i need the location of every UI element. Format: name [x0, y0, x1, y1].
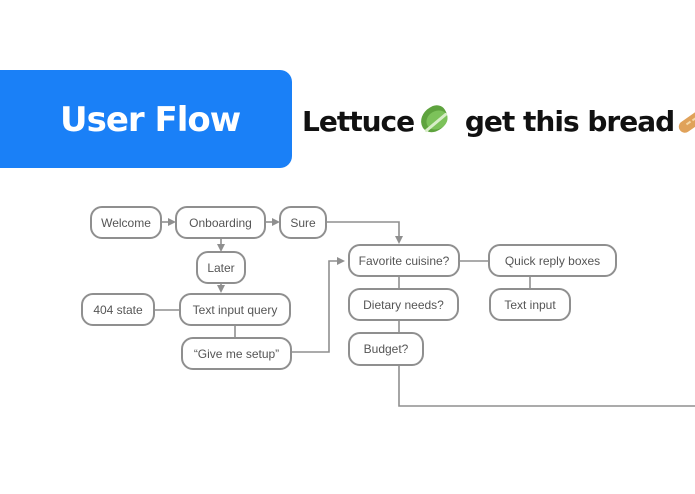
node-404-state: 404 state — [81, 293, 155, 326]
node-dietary-needs: Dietary needs? — [348, 288, 459, 321]
node-budget: Budget? — [348, 332, 424, 366]
edge-budget-continue — [398, 366, 695, 407]
node-sure: Sure — [279, 206, 327, 239]
node-onboarding: Onboarding — [175, 206, 266, 239]
node-text-input: Text input — [489, 288, 571, 321]
node-text-input-query: Text input query — [179, 293, 291, 326]
project-title: Lettuce get this bread — [302, 100, 695, 144]
node-favorite-cuisine: Favorite cuisine? — [348, 244, 460, 277]
edge-sure-favorite-cuisine — [327, 221, 403, 244]
node-quick-reply-boxes: Quick reply boxes — [488, 244, 617, 277]
node-later: Later — [196, 251, 246, 284]
node-welcome: Welcome — [90, 206, 162, 239]
node-give-me-setup: “Give me setup” — [181, 337, 292, 370]
edge-setup-favorite-cuisine — [292, 257, 345, 353]
project-title-part1: Lettuce — [302, 105, 415, 138]
project-title-part2: get this bread — [456, 105, 675, 138]
header-banner — [0, 70, 292, 168]
page-title: User Flow — [60, 100, 241, 140]
